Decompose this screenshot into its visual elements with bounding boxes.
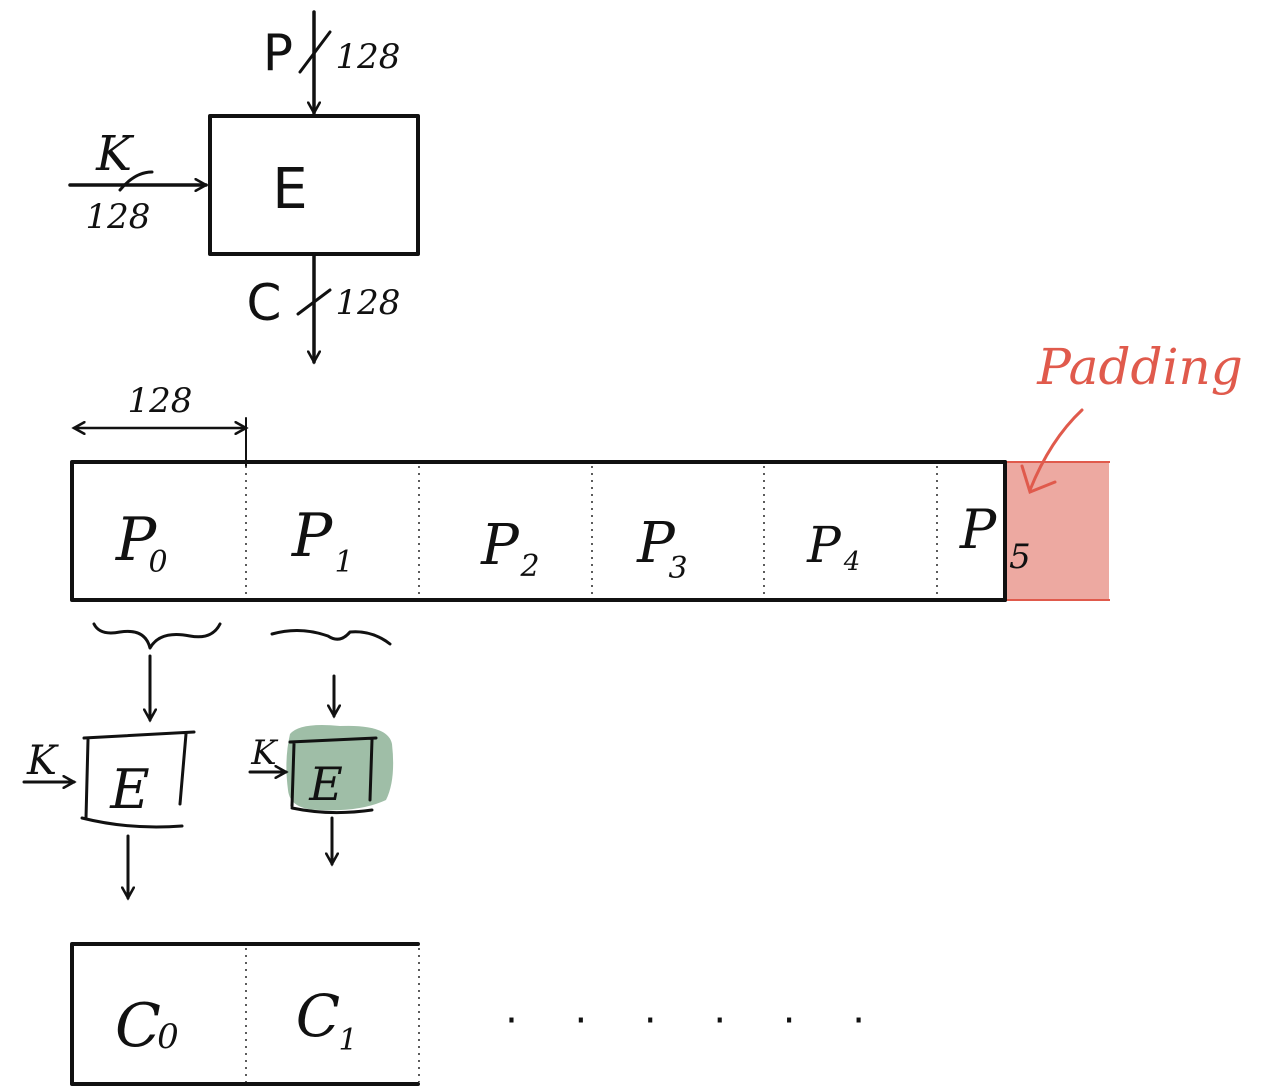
block-brace: [92, 622, 222, 650]
ciphertext-block-1: C 1: [296, 982, 358, 1058]
message-blocks: 128 Padding P 0 P 1 P 2 P 3: [70, 338, 1243, 602]
highlight-blob: [286, 725, 394, 811]
plaintext-bits: 128: [336, 37, 401, 77]
padding-pointer-arrow: [1028, 408, 1084, 492]
plaintext-label: P: [263, 24, 293, 82]
message-block-label: P: [636, 511, 676, 576]
cipher-box-label: E: [272, 157, 307, 222]
message-block-5: P 5: [959, 498, 1031, 577]
ciphertext-block-label: C: [115, 991, 161, 1061]
key-label: K: [95, 126, 135, 182]
padding-label: Padding: [1036, 338, 1242, 396]
padding-region: [1005, 462, 1109, 600]
ciphertext-block-index: 1: [338, 1023, 357, 1058]
message-block-0: P 0: [115, 505, 168, 580]
step-cipher-label: E: [308, 757, 343, 811]
message-block-1: P 1: [291, 501, 354, 580]
padding-pointer-head: [1020, 464, 1057, 494]
ciphertext-block-label: C: [296, 982, 340, 1050]
plaintext-bus-tick: [298, 30, 332, 74]
message-block-label: P: [959, 498, 998, 561]
ciphertext-blocks: C 0 C 1 · · · · · ·: [70, 942, 887, 1086]
ciphertext-bits: 128: [336, 283, 401, 323]
step-cipher-box: [288, 736, 378, 815]
key-bits: 128: [86, 197, 151, 237]
message-block-4: P 4: [806, 516, 860, 577]
message-block-index: 4: [843, 547, 861, 577]
step-key-label: K: [26, 738, 59, 784]
step-cipher-box: [80, 730, 196, 829]
encrypt-step-1: E K: [248, 629, 394, 864]
message-block-index: 1: [334, 545, 353, 580]
ciphertext-ellipsis: · · · · · ·: [505, 998, 887, 1044]
message-block-index: 0: [148, 545, 167, 580]
message-block-3: P 3: [636, 511, 687, 586]
message-block-index: 2: [519, 549, 539, 584]
cipher-box: [208, 114, 420, 256]
key-bus-tick: [118, 170, 154, 192]
ciphertext-block-0: C 0: [115, 991, 179, 1061]
message-block-label: P: [480, 513, 520, 578]
message-block-index: 5: [1009, 537, 1031, 577]
ciphertext-block-index: 0: [157, 1017, 179, 1057]
ciphertext-label: C: [247, 274, 282, 332]
step-key-label: K: [250, 733, 279, 773]
ciphertext-bus-tick: [296, 288, 332, 316]
message-block-index: 3: [668, 551, 687, 586]
message-block-label: P: [806, 516, 842, 574]
block-size-label: 128: [128, 381, 193, 421]
message-block-2: P 2: [480, 513, 539, 584]
message-block-label: P: [291, 501, 334, 571]
block-brace: [270, 629, 392, 646]
block-cipher: E P 128 K 128 C 128: [68, 10, 420, 362]
ciphertext-outline: [70, 942, 420, 1086]
message-block-label: P: [115, 505, 158, 575]
encrypt-step-0: E K: [22, 622, 222, 898]
step-cipher-label: E: [109, 758, 149, 821]
